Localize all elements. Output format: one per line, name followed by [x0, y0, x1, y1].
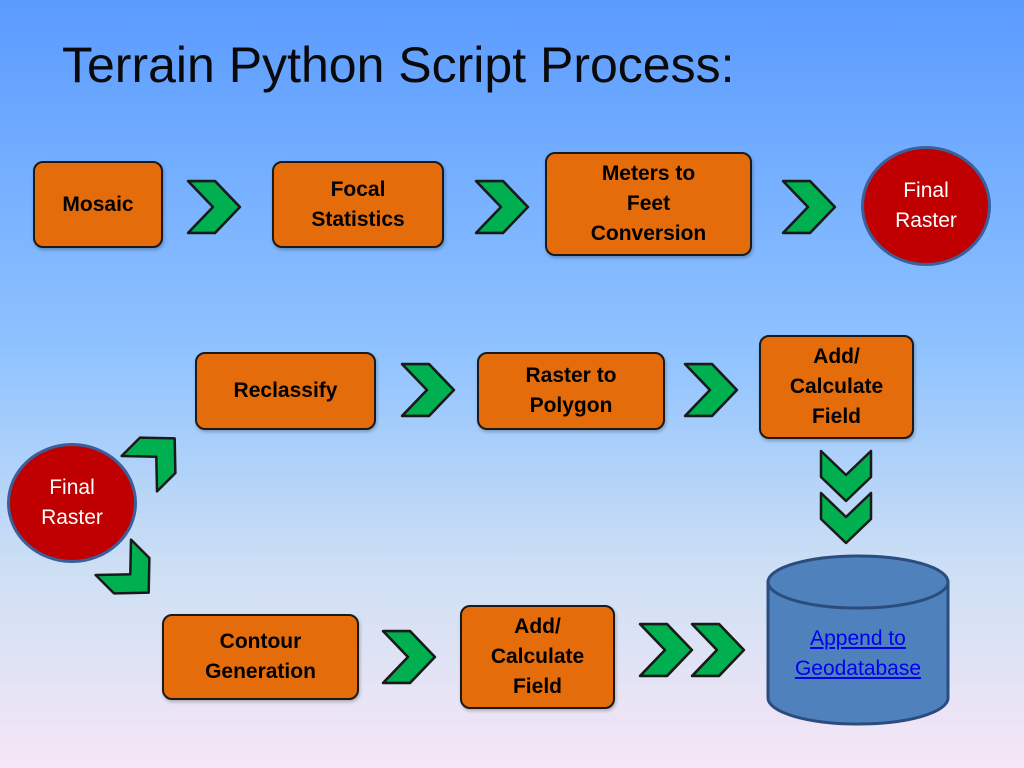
- arrow-right-icon: [690, 622, 746, 678]
- arrow-down-icon: [819, 491, 873, 545]
- mosaic-step: Mosaic: [33, 161, 163, 248]
- database-cylinder-icon: [766, 554, 950, 726]
- arrow-branch-down-icon: [94, 538, 168, 612]
- raster-to-polygon-step: Raster to Polygon: [477, 352, 665, 430]
- slide-title: Terrain Python Script Process:: [62, 37, 735, 93]
- add-calculate-field-upper-step: Add/ Calculate Field: [759, 335, 914, 439]
- arrow-right-icon: [781, 179, 837, 235]
- add-calculate-field-lower-step: Add/ Calculate Field: [460, 605, 615, 709]
- append-to-geodatabase-link[interactable]: Append to Geodatabase: [794, 627, 922, 680]
- arrow-right-icon: [381, 629, 437, 685]
- final-raster-output: Final Raster: [861, 146, 991, 266]
- contour-generation-step: Contour Generation: [162, 614, 359, 700]
- arrow-right-icon: [683, 362, 739, 418]
- geodatabase-label: Append to Geodatabase: [770, 624, 946, 684]
- arrow-right-icon: [638, 622, 694, 678]
- reclassify-step: Reclassify: [195, 352, 376, 430]
- arrow-branch-up-icon: [120, 419, 194, 493]
- arrow-right-icon: [186, 179, 242, 235]
- final-raster-input: Final Raster: [7, 443, 137, 563]
- arrow-right-icon: [474, 179, 530, 235]
- focal-statistics-step: Focal Statistics: [272, 161, 444, 248]
- meters-to-feet-step: Meters to Feet Conversion: [545, 152, 752, 256]
- arrow-right-icon: [400, 362, 456, 418]
